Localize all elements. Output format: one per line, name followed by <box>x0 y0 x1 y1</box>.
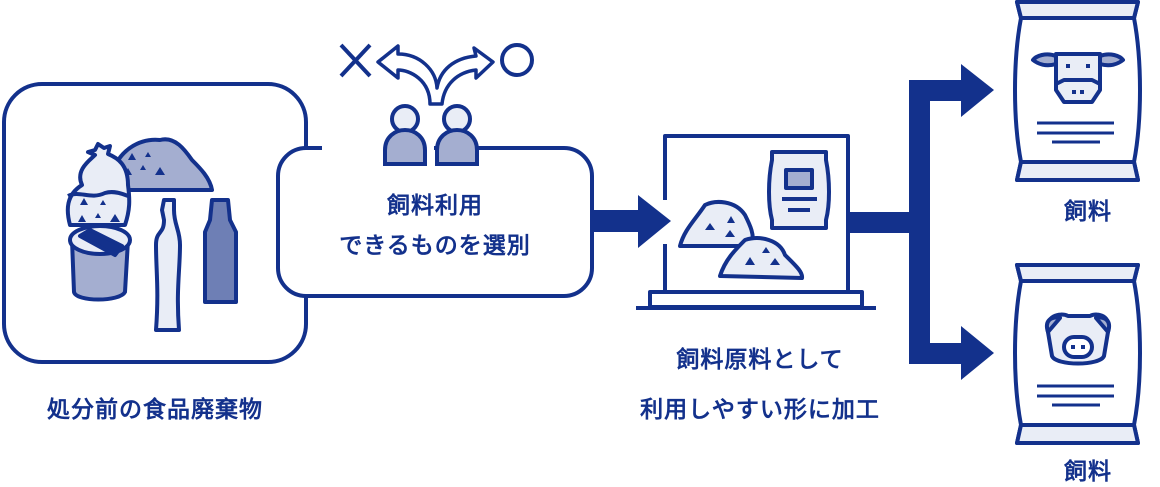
pig-feed-bag-icon <box>1013 263 1142 445</box>
processing-machine-icon <box>636 134 876 310</box>
pig-feed-label: 飼料 <box>1064 459 1112 485</box>
circle-icon <box>500 43 534 77</box>
cattle-feed-label: 飼料 <box>1064 199 1112 225</box>
food-waste-icon <box>65 137 238 332</box>
cattle-feed-bag-icon <box>1013 0 1142 182</box>
selection-label-line1: 飼料利用 <box>387 193 483 219</box>
branch-arrows <box>848 64 994 380</box>
selection-label-line2: できるものを選別 <box>339 233 531 259</box>
flow-arrow <box>592 195 671 248</box>
cross-icon <box>339 43 372 78</box>
fork-arrow-icon <box>376 44 495 106</box>
processing-label-line1: 飼料原料として <box>676 347 844 373</box>
processing-label-line2: 利用しやすい形に加工 <box>640 397 880 423</box>
people-icon <box>383 104 479 166</box>
waste-label: 処分前の食品廃棄物 <box>47 397 263 423</box>
